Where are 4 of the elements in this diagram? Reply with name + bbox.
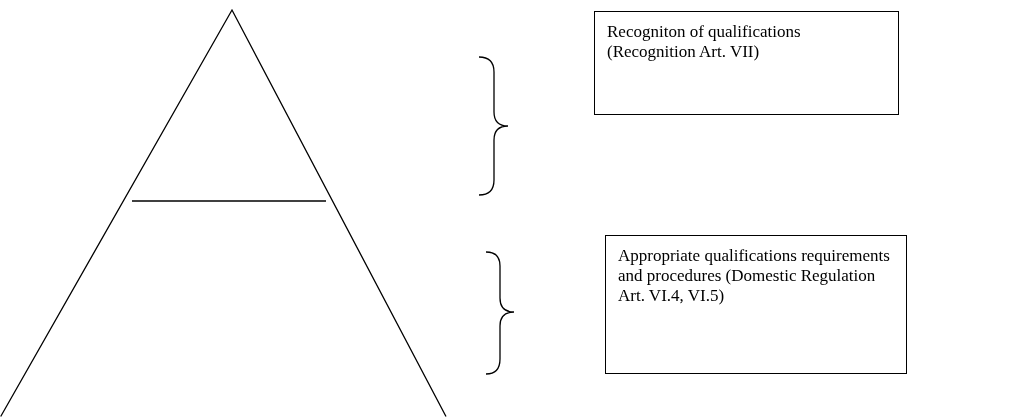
box-text: Appropriate qualifications requirements and procedures (Domestic Regulation Art. VI.4, VI.5): [618, 246, 891, 306]
box-text: Recogniton of qualifications (Recognition Art. VII): [607, 22, 802, 62]
text-box: [605, 235, 907, 374]
text-box: [594, 11, 899, 115]
